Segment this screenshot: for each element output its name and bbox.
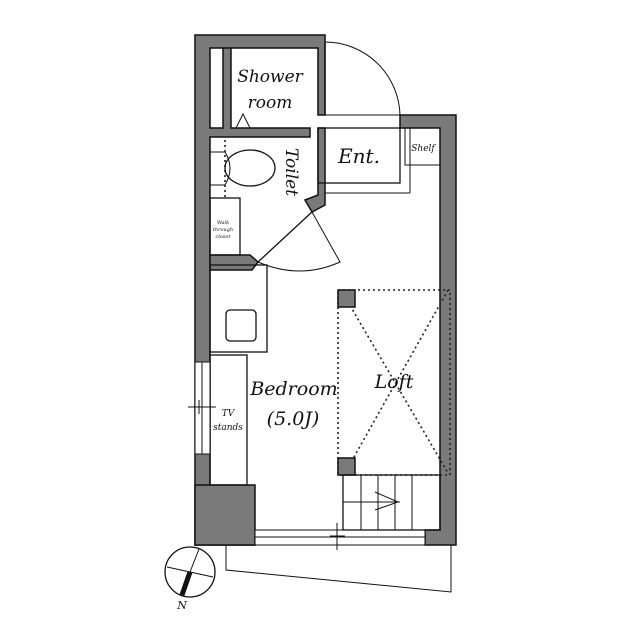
kitchen-counter — [209, 264, 268, 353]
bedroom-size: (5.0J) — [267, 408, 320, 430]
toilet-label: Toilet — [281, 148, 301, 196]
side-window[interactable] — [188, 361, 216, 455]
closet-label-2: through — [213, 227, 233, 233]
arrow-icon — [374, 491, 400, 511]
toilet-fixture — [210, 140, 276, 198]
drain-icon — [235, 112, 251, 129]
compass-icon: N — [164, 546, 216, 612]
balcony — [225, 545, 452, 593]
sink — [225, 309, 257, 342]
entrance-door[interactable] — [324, 41, 401, 129]
shelf-label: Shelf — [411, 144, 436, 154]
bedroom-label: Bedroom — [249, 378, 337, 400]
loft-outline — [337, 289, 451, 476]
closet-label-3: closet — [216, 234, 232, 240]
shelf — [404, 127, 441, 166]
walls — [194, 34, 457, 546]
loft-label: Loft — [374, 371, 414, 393]
tv-stands-label-2: stands — [213, 423, 243, 433]
walk-through-closet — [209, 197, 241, 256]
entrance-label: Ent. — [337, 144, 380, 168]
loft-ladder[interactable] — [342, 474, 441, 531]
shower-room-label-2: room — [248, 93, 293, 113]
compass-north-label: N — [176, 599, 187, 612]
entrance-area — [317, 127, 401, 184]
closet-label: Walk — [217, 220, 229, 226]
balcony-window[interactable] — [254, 523, 426, 550]
tv-stands — [209, 354, 248, 486]
shower-room-label: Shower — [237, 67, 303, 87]
tv-stands-label: TV — [222, 409, 236, 419]
bedroom-door[interactable] — [257, 211, 341, 272]
